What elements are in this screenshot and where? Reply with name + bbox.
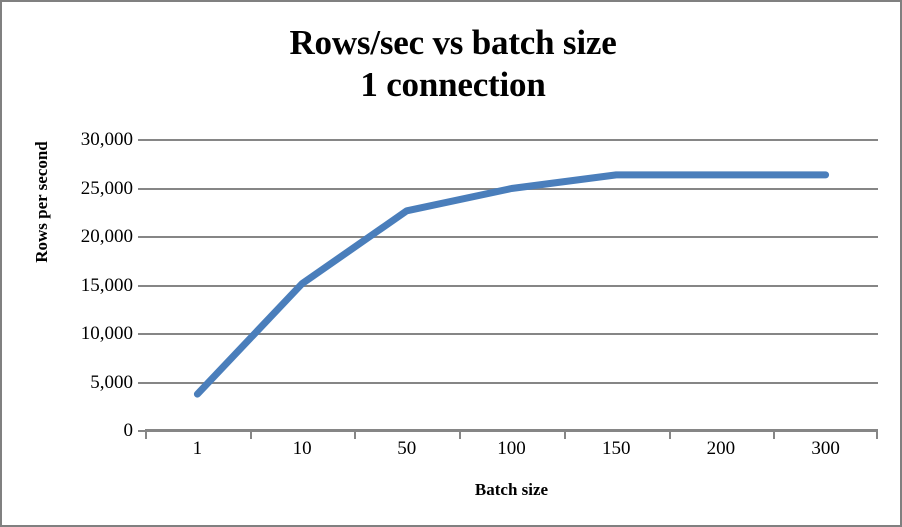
y-axis-tick	[138, 430, 146, 432]
x-axis-tick-label: 150	[601, 438, 631, 459]
y-axis-tick	[138, 333, 146, 335]
x-axis-tick	[459, 431, 462, 439]
gridline	[145, 381, 878, 384]
x-axis-tick-label: 10	[292, 438, 312, 459]
chart-title-line-2: 1 connection	[360, 65, 546, 104]
series-line-rows-per-second	[193, 171, 830, 398]
y-axis-tick	[138, 284, 146, 287]
y-axis-tick	[138, 381, 146, 384]
y-axis-tick-label: 30,000	[80, 129, 133, 150]
x-axis-tick-label: 300	[811, 438, 840, 459]
gridline	[145, 430, 878, 432]
y-axis-tick-label: 15,000	[80, 274, 133, 296]
x-axis-tick	[249, 431, 252, 439]
x-axis-tick	[354, 431, 357, 439]
y-axis-tick-label: 5,000	[90, 371, 133, 393]
y-axis-tick-label: 0	[123, 420, 134, 441]
y-axis-tick	[138, 139, 146, 141]
x-axis-tick-label: 200	[706, 438, 736, 459]
y-axis-tick	[138, 236, 146, 238]
y-axis-tick	[138, 187, 146, 190]
x-axis-tick	[563, 431, 566, 439]
x-axis-tick	[145, 431, 147, 439]
x-axis-tick	[773, 431, 776, 439]
series-polyline	[193, 171, 830, 398]
x-axis-tick	[876, 431, 878, 439]
chart-title-line-1: Rows/sec vs batch size	[289, 23, 617, 62]
x-axis-tick-label: 100	[497, 438, 526, 459]
x-axis-tick-label: 1	[192, 438, 203, 459]
gridline	[145, 284, 878, 287]
chart-title: Rows/sec vs batch size 1 connection	[2, 22, 900, 106]
x-axis-tick	[668, 431, 671, 439]
y-axis-title: Rows per second	[32, 141, 51, 263]
y-axis-tick-label: 20,000	[80, 226, 133, 247]
x-axis-line	[145, 429, 878, 431]
gridline	[145, 139, 878, 141]
gridline	[145, 236, 878, 238]
y-axis-tick-label: 10,000	[80, 323, 133, 344]
x-axis-title: Batch size	[474, 480, 549, 499]
x-axis-tick-label: 50	[397, 438, 417, 459]
gridline	[145, 333, 878, 335]
plot-area: 0 5,000 10,000 15,000 20,000 25,000 30,000 1 10…	[81, 129, 878, 459]
y-axis-tick-label: 25,000	[80, 177, 133, 199]
